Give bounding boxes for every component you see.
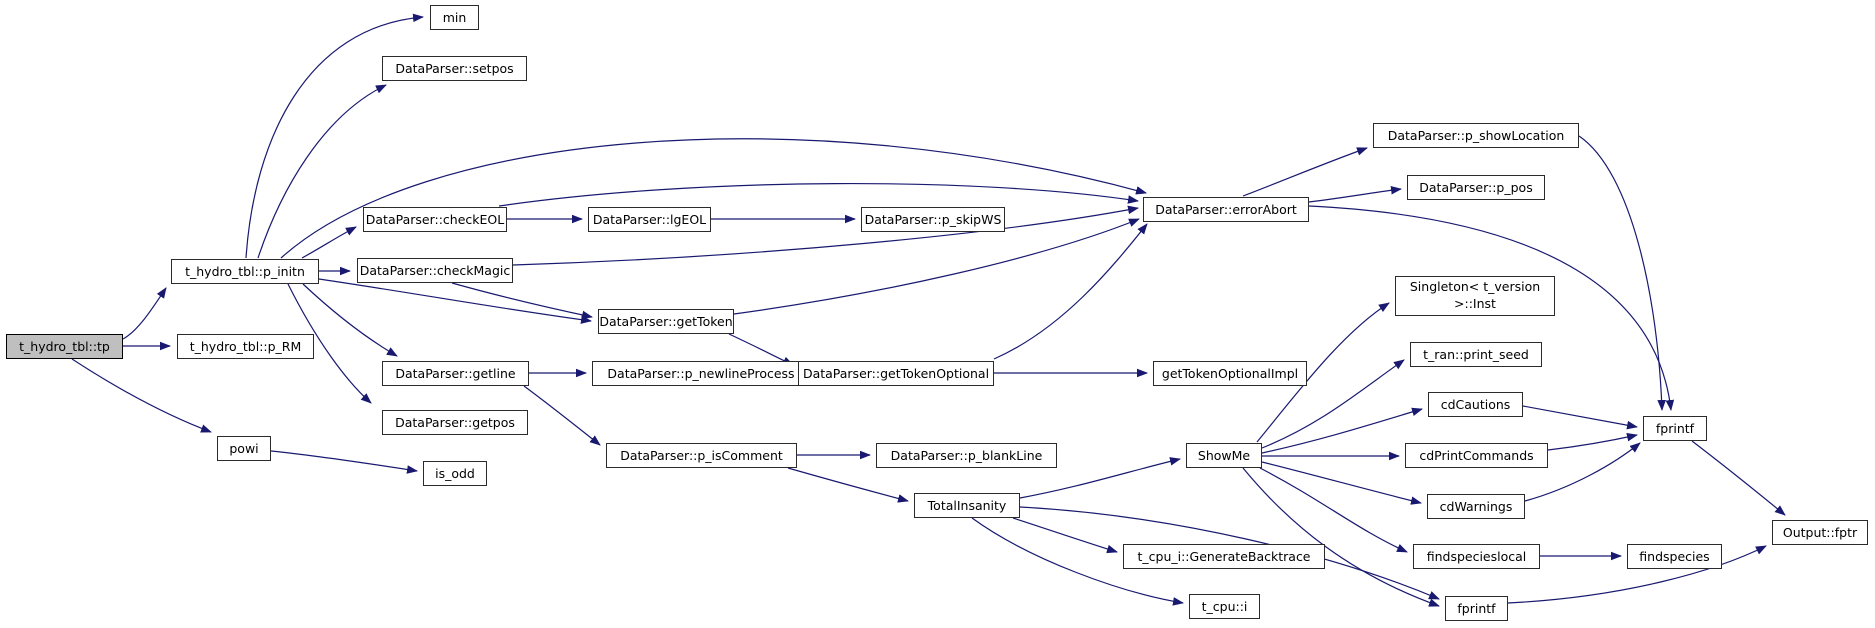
node-label: DataParser::getpos xyxy=(395,415,515,430)
edge-powi-is_odd xyxy=(270,450,418,474)
node-label: findspecieslocal xyxy=(1426,549,1527,564)
node-p_skipWS[interactable]: DataParser::p_skipWS xyxy=(861,207,1005,232)
node-findspecies[interactable]: findspecies xyxy=(1627,544,1722,569)
edge-cdCautions-fprintf_top xyxy=(1522,405,1638,430)
node-label: getTokenOptionalImpl xyxy=(1161,366,1299,381)
edge-checkEOL-errorAbort xyxy=(498,182,1139,207)
edge-p_initn-errorAbort xyxy=(280,138,1147,259)
node-p_showLocation[interactable]: DataParser::p_showLocation xyxy=(1373,123,1579,148)
node-label: fprintf xyxy=(1655,421,1695,436)
node-label: min xyxy=(442,10,467,25)
node-getline[interactable]: DataParser::getline xyxy=(382,361,529,386)
edge-showMe-cdWarnings xyxy=(1261,461,1422,505)
node-label: t_hydro_tbl::p_RM xyxy=(189,339,302,354)
edge-p_initn-setpos xyxy=(257,84,387,259)
node-label: Singleton< t_version >::Inst xyxy=(1409,279,1541,311)
edge-tp-p_initn xyxy=(122,287,167,340)
node-label: DataParser::getline xyxy=(395,366,516,381)
node-findspecieslocal[interactable]: findspecieslocal xyxy=(1413,544,1540,569)
node-label: DataParser::getTokenOptional xyxy=(802,366,990,381)
node-cdWarnings[interactable]: cdWarnings xyxy=(1427,494,1525,519)
node-singleton[interactable]: Singleton< t_version >::Inst xyxy=(1395,276,1555,316)
node-totalInsanity[interactable]: TotalInsanity xyxy=(914,493,1020,518)
edge-errorAbort-p_showLocation xyxy=(1242,147,1368,197)
edge-errorAbort-p_pos xyxy=(1308,186,1402,203)
node-t_cpu_i[interactable]: t_cpu::i xyxy=(1189,594,1260,619)
node-label: ShowMe xyxy=(1197,448,1251,463)
node-fprintf_bottom[interactable]: fprintf xyxy=(1445,596,1508,621)
node-label: DataParser::p_blankLine xyxy=(890,448,1043,463)
node-checkEOL[interactable]: DataParser::checkEOL xyxy=(363,207,507,232)
edge-showMe-fprintf_bottom xyxy=(1242,467,1440,607)
node-label: DataParser::lgEOL xyxy=(592,212,707,227)
node-getToken[interactable]: DataParser::getToken xyxy=(598,309,734,334)
edge-getToken-errorAbort xyxy=(733,218,1140,315)
node-label: cdPrintCommands xyxy=(1419,448,1534,463)
edge-tp-powi xyxy=(71,358,212,433)
edge-checkMagic-getToken xyxy=(451,282,593,320)
node-label: is_odd xyxy=(435,466,475,481)
node-p_newlineProcess[interactable]: DataParser::p_newlineProcess xyxy=(592,361,810,386)
node-label: t_cpu::i xyxy=(1201,599,1248,614)
node-p_isComment[interactable]: DataParser::p_isComment xyxy=(606,443,797,468)
node-fprintf_top[interactable]: fprintf xyxy=(1643,416,1707,441)
edge-showMe-cdCautions xyxy=(1261,407,1423,454)
edge-getline-p_isComment xyxy=(523,385,601,446)
edge-p_isComment-totalInsanity xyxy=(787,467,909,503)
node-label: cdCautions xyxy=(1440,397,1511,412)
node-label: fprintf xyxy=(1457,601,1496,616)
node-p_blankLine[interactable]: DataParser::p_blankLine xyxy=(876,443,1057,468)
edge-totalInsanity-generateBacktrace xyxy=(1012,517,1118,554)
node-getTokenOptional[interactable]: DataParser::getTokenOptional xyxy=(798,361,994,386)
node-label: cdWarnings xyxy=(1439,499,1513,514)
node-errorAbort[interactable]: DataParser::errorAbort xyxy=(1143,197,1309,222)
edge-p_initn-getToken xyxy=(318,278,592,324)
node-setpos[interactable]: DataParser::setpos xyxy=(382,56,527,81)
node-output_fptr[interactable]: Output::fptr xyxy=(1772,520,1868,545)
node-tp: t_hydro_tbl::tp xyxy=(6,334,123,359)
node-showMe[interactable]: ShowMe xyxy=(1186,443,1262,468)
node-label: findspecies xyxy=(1639,549,1710,564)
node-p_RM[interactable]: t_hydro_tbl::p_RM xyxy=(177,334,314,359)
edge-p_initn-checkEOL xyxy=(301,226,357,259)
edge-p_initn-getline xyxy=(302,283,398,357)
node-p_pos[interactable]: DataParser::p_pos xyxy=(1407,175,1545,200)
node-cdPrintCommands[interactable]: cdPrintCommands xyxy=(1405,443,1548,468)
node-label: t_ran::print_seed xyxy=(1423,347,1529,362)
node-p_initn[interactable]: t_hydro_tbl::p_initn xyxy=(171,259,319,284)
node-min[interactable]: min xyxy=(430,5,479,30)
node-label: t_hydro_tbl::p_initn xyxy=(185,264,305,279)
node-checkMagic[interactable]: DataParser::checkMagic xyxy=(357,258,513,283)
node-label: DataParser::errorAbort xyxy=(1155,202,1297,217)
node-label: TotalInsanity xyxy=(927,498,1007,513)
node-label: Output::fptr xyxy=(1782,525,1858,540)
node-label: t_hydro_tbl::tp xyxy=(19,339,110,354)
edge-fprintf_top-output_fptr xyxy=(1691,440,1786,516)
edge-cdPrintCommands-fprintf_top xyxy=(1547,432,1638,451)
node-getTokenOptionalImpl[interactable]: getTokenOptionalImpl xyxy=(1153,361,1307,386)
node-label: DataParser::checkEOL xyxy=(365,212,505,227)
node-powi[interactable]: powi xyxy=(217,436,271,461)
node-getpos[interactable]: DataParser::getpos xyxy=(382,410,528,435)
node-label: DataParser::p_newlineProcess xyxy=(607,366,795,381)
node-label: DataParser::getToken xyxy=(599,314,733,329)
node-label: DataParser::setpos xyxy=(395,61,514,76)
node-print_seed[interactable]: t_ran::print_seed xyxy=(1410,342,1542,367)
node-label: t_cpu_i::GenerateBacktrace xyxy=(1137,549,1311,564)
node-label: DataParser::p_isComment xyxy=(620,448,783,463)
node-cdCautions[interactable]: cdCautions xyxy=(1428,392,1523,417)
node-label: DataParser::checkMagic xyxy=(359,263,511,278)
node-label: DataParser::p_skipWS xyxy=(864,212,1002,227)
node-is_odd[interactable]: is_odd xyxy=(423,461,487,486)
node-lgEOL[interactable]: DataParser::lgEOL xyxy=(588,207,711,232)
edge-getTokenOptional-errorAbort xyxy=(993,223,1148,360)
node-label: DataParser::p_showLocation xyxy=(1387,128,1565,143)
edge-showMe-findspecieslocal xyxy=(1259,467,1408,553)
edge-p_showLocation-fprintf_top xyxy=(1578,135,1666,411)
node-label: DataParser::p_pos xyxy=(1419,180,1533,195)
node-label: powi xyxy=(229,441,259,456)
node-generateBacktrace[interactable]: t_cpu_i::GenerateBacktrace xyxy=(1123,544,1325,569)
